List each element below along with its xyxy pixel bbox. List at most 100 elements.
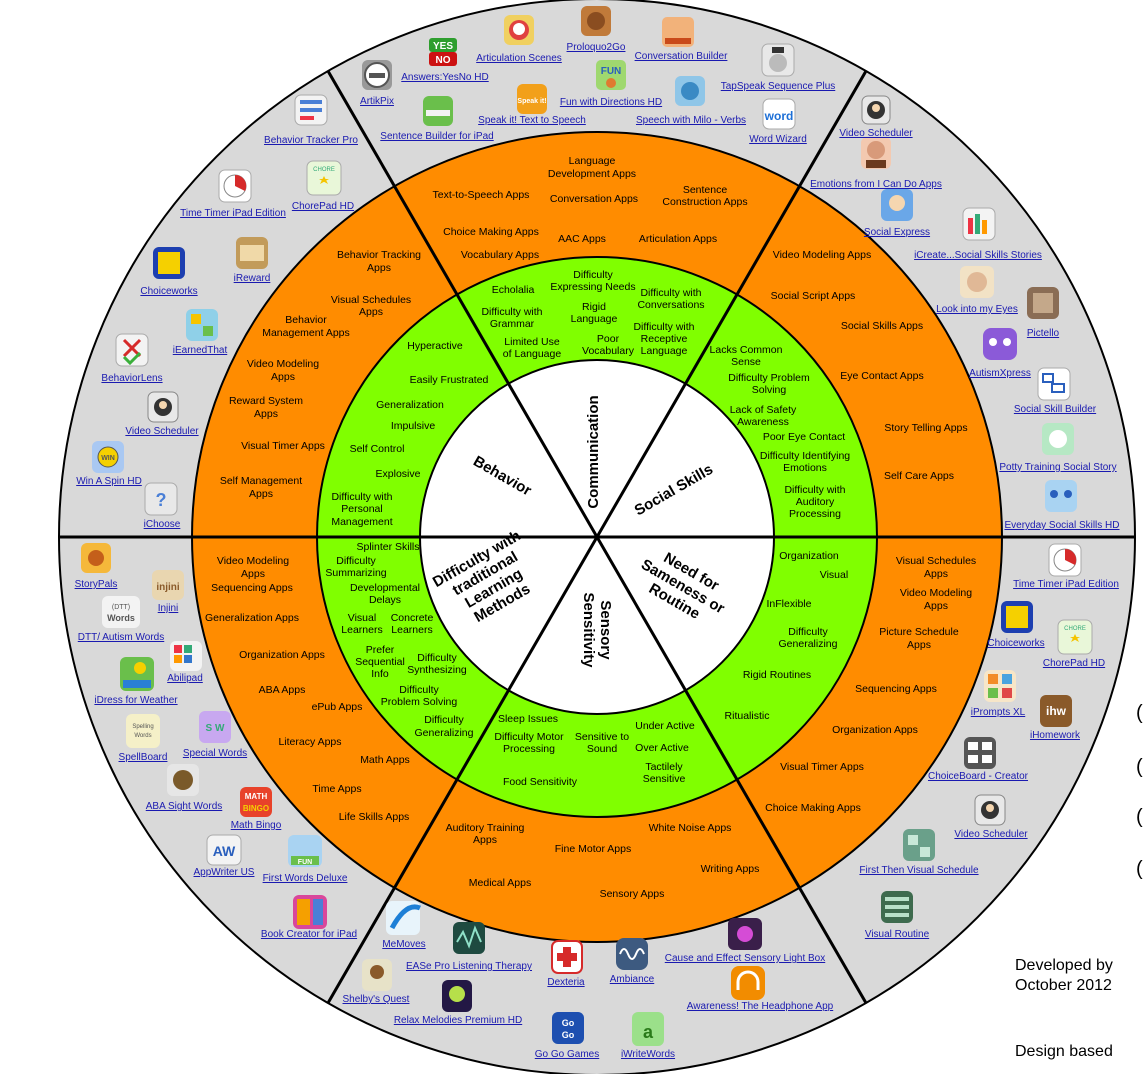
app-look-into-my-eyes[interactable]: Look into my Eyes	[936, 304, 1018, 315]
app-video-scheduler-l[interactable]: Video Scheduler	[125, 426, 199, 437]
emotions-icon[interactable]	[861, 137, 891, 169]
sentence-builder-icon[interactable]	[423, 96, 453, 126]
social-skill-builder-icon[interactable]	[1037, 367, 1071, 401]
app-pictello[interactable]: Pictello	[1027, 328, 1060, 339]
app-icreate[interactable]: iCreate...Social Skills Stories	[914, 250, 1042, 261]
app-dexteria[interactable]: Dexteria	[547, 977, 585, 988]
answers-yesno-icon[interactable]	[362, 60, 392, 90]
time-timer-icon-r[interactable]	[1048, 543, 1082, 577]
memoves-icon[interactable]	[386, 901, 421, 935]
iearnedthat-icon[interactable]	[186, 309, 218, 341]
special-words-icon[interactable]: S W	[199, 711, 231, 743]
chorepad-icon-l[interactable]: CHORE	[306, 160, 342, 196]
icreate-icon[interactable]	[962, 207, 996, 241]
app-book-creator[interactable]: Book Creator for iPad	[261, 929, 357, 940]
app-ichoose[interactable]: iChoose	[144, 519, 181, 530]
app-video-scheduler-s[interactable]: Video Scheduler	[839, 128, 913, 139]
dtt-words-icon[interactable]: (DTT) Words	[102, 596, 140, 628]
iwritewords-icon[interactable]: a	[632, 1012, 664, 1046]
video-scheduler-icon-1[interactable]	[861, 95, 891, 125]
app-conversation-builder[interactable]: Conversation Builder	[635, 51, 728, 62]
app-ease-pro[interactable]: EASe Pro Listening Therapy	[406, 961, 532, 972]
app-potty-training[interactable]: Potty Training Social Story	[999, 462, 1116, 473]
ichoose-icon[interactable]: ?	[144, 482, 178, 516]
app-storypals[interactable]: StoryPals	[75, 579, 118, 590]
look-into-my-eyes-icon[interactable]	[960, 266, 994, 298]
app-time-timer-l[interactable]: Time Timer iPad Edition	[180, 208, 286, 219]
app-visual-routine[interactable]: Visual Routine	[865, 929, 930, 940]
conversation-builder-icon[interactable]	[662, 17, 694, 47]
go-go-games-icon[interactable]: Go Go	[552, 1012, 584, 1044]
book-creator-icon[interactable]	[293, 895, 327, 929]
choiceworks-icon-r[interactable]	[1001, 601, 1033, 633]
speech-with-milo-icon[interactable]	[675, 76, 705, 106]
app-answers-yesno[interactable]: Answers:YesNo HD	[401, 72, 488, 83]
behavior-tracker-icon[interactable]	[294, 94, 328, 126]
app-shelbys-quest[interactable]: Shelby's Quest	[343, 994, 410, 1005]
everyday-social-skills-icon[interactable]	[1045, 480, 1077, 512]
app-autismxpress[interactable]: AutismXpress	[969, 368, 1031, 379]
app-special-words[interactable]: Special Words	[183, 748, 247, 759]
app-speak-it[interactable]: Speak it! Text to Speech	[478, 115, 586, 126]
app-everyday-social[interactable]: Everyday Social Skills HD	[1004, 520, 1119, 531]
app-go-go-games[interactable]: Go Go Games	[535, 1049, 599, 1060]
first-then-icon[interactable]	[903, 829, 935, 861]
ihomework-icon[interactable]: ihw	[1040, 695, 1072, 727]
app-choiceboard[interactable]: ChoiceBoard - Creator	[928, 771, 1029, 782]
app-spellboard[interactable]: SpellBoard	[119, 752, 168, 763]
app-articulation-scenes[interactable]: Articulation Scenes	[476, 53, 562, 64]
app-ireward[interactable]: iReward	[234, 273, 271, 284]
app-behavior-tracker[interactable]: Behavior Tracker Pro	[264, 135, 358, 146]
app-choiceworks-l[interactable]: Choiceworks	[140, 286, 197, 297]
dexteria-icon[interactable]	[551, 940, 583, 974]
app-aba-sight-words[interactable]: ABA Sight Words	[146, 801, 223, 812]
awareness-icon[interactable]	[731, 966, 765, 1000]
choiceboard-icon[interactable]	[964, 737, 996, 769]
app-social-express[interactable]: Social Express	[864, 227, 930, 238]
app-abilipad[interactable]: Abilipad	[167, 673, 203, 684]
choiceworks-icon-l[interactable]	[153, 247, 185, 279]
tapspeak-icon[interactable]	[761, 43, 795, 77]
abilipad-icon[interactable]	[170, 641, 202, 671]
ease-pro-icon[interactable]	[453, 922, 485, 954]
app-injini[interactable]: Injini	[158, 603, 179, 614]
autismxpress-icon[interactable]	[983, 328, 1017, 360]
app-win-a-spin[interactable]: Win A Spin HD	[76, 476, 142, 487]
video-scheduler-icon-l[interactable]	[147, 391, 179, 423]
relax-melodies-icon[interactable]	[442, 980, 472, 1012]
app-chorepad-r[interactable]: ChorePad HD	[1043, 658, 1105, 669]
app-time-timer-r[interactable]: Time Timer iPad Edition	[1013, 579, 1119, 590]
app-iwritewords[interactable]: iWriteWords	[621, 1049, 675, 1060]
app-ambiance[interactable]: Ambiance	[610, 974, 655, 985]
app-social-skill-builder[interactable]: Social Skill Builder	[1014, 404, 1097, 415]
app-sentence-builder[interactable]: Sentence Builder for iPad	[380, 131, 493, 142]
proloquo2go-icon[interactable]	[581, 6, 611, 36]
app-awareness[interactable]: Awareness! The Headphone App	[687, 1001, 834, 1012]
app-idress[interactable]: iDress for Weather	[94, 695, 178, 706]
idress-icon[interactable]	[120, 657, 154, 691]
first-words-icon[interactable]: FUN	[288, 835, 322, 867]
fun-with-directions-icon[interactable]: FUN	[596, 60, 626, 90]
ambiance-icon[interactable]	[616, 938, 648, 970]
pictello-icon[interactable]	[1027, 287, 1059, 319]
video-scheduler-icon-r[interactable]	[974, 794, 1006, 826]
app-chorepad-l[interactable]: ChorePad HD	[292, 201, 354, 212]
app-math-bingo[interactable]: Math Bingo	[231, 820, 282, 831]
word-wizard-icon[interactable]: word	[762, 98, 796, 130]
chorepad-icon-r[interactable]: CHORE	[1057, 619, 1093, 655]
behaviorlens-icon[interactable]	[115, 333, 149, 367]
visual-routine-icon[interactable]	[881, 891, 913, 923]
app-emotions[interactable]: Emotions from I Can Do Apps	[810, 179, 942, 190]
aba-sight-words-icon[interactable]	[167, 764, 199, 796]
ireward-icon[interactable]	[236, 237, 268, 269]
time-timer-icon-l[interactable]	[218, 169, 252, 203]
app-cause-effect[interactable]: Cause and Effect Sensory Light Box	[665, 953, 825, 964]
app-proloquo2go[interactable]: Proloquo2Go	[567, 42, 626, 53]
app-iprompts[interactable]: iPrompts XL	[971, 707, 1026, 718]
app-ihomework[interactable]: iHomework	[1030, 730, 1081, 741]
math-bingo-icon[interactable]: MATH BINGO	[240, 787, 272, 817]
iprompts-icon[interactable]	[984, 670, 1016, 702]
app-behaviorlens[interactable]: BehaviorLens	[101, 373, 162, 384]
app-appwriter[interactable]: AppWriter US	[194, 867, 255, 878]
app-tapspeak[interactable]: TapSpeak Sequence Plus	[721, 81, 836, 92]
